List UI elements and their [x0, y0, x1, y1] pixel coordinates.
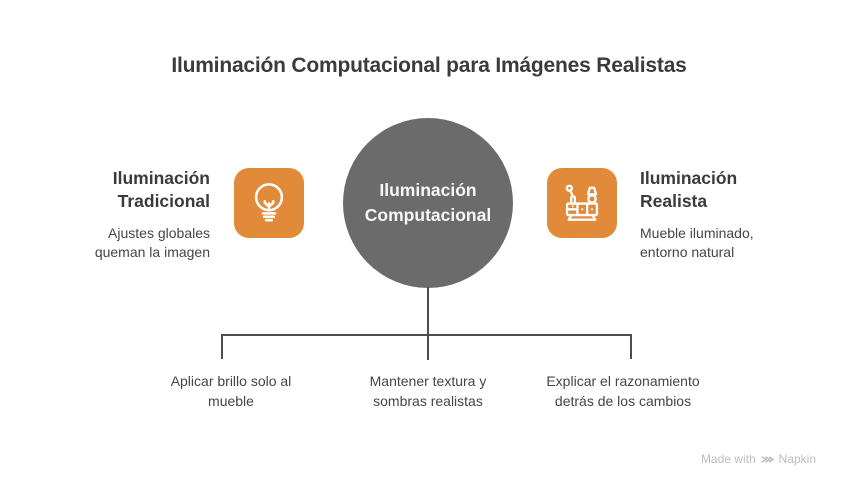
center-node[interactable]: Iluminación Computacional [343, 118, 513, 288]
left-panel-description: Ajustes globales queman la imagen [94, 225, 210, 260]
watermark-prefix: Made with [700, 452, 756, 466]
lightbulb-icon [246, 180, 292, 226]
connector-horizontal-bar [221, 334, 632, 336]
napkin-watermark-link[interactable]: Made with Napkin [701, 452, 816, 466]
connector-stub-middle [427, 334, 429, 360]
right-panel-description: Mueble iluminado, entorno natural [640, 225, 754, 260]
left-panel-text: Iluminación Tradicional Ajustes globales… [40, 167, 210, 262]
branch-label-1: Aplicar brillo solo al mueble [170, 373, 292, 409]
traditional-lighting-card[interactable] [234, 168, 304, 238]
branch-label-2: Mantener textura y sombras realistas [369, 373, 487, 409]
connector-vertical-main [427, 287, 429, 335]
furniture-icon [559, 180, 605, 226]
branch-label-3: Explicar el razonamiento detrás de los c… [546, 373, 700, 409]
napkin-logo-icon [761, 453, 774, 466]
right-panel-heading: Iluminación Realista [640, 168, 738, 211]
connector-stub-right [630, 334, 632, 359]
diagram-title: Iluminación Computacional para Imágenes … [171, 54, 687, 77]
connector-stub-left [221, 334, 223, 359]
realistic-lighting-card[interactable] [547, 168, 617, 238]
watermark-brand: Napkin [778, 452, 816, 466]
right-panel-text: Iluminación Realista Mueble iluminado, e… [640, 167, 810, 262]
left-panel-heading: Iluminación Tradicional [112, 168, 210, 211]
